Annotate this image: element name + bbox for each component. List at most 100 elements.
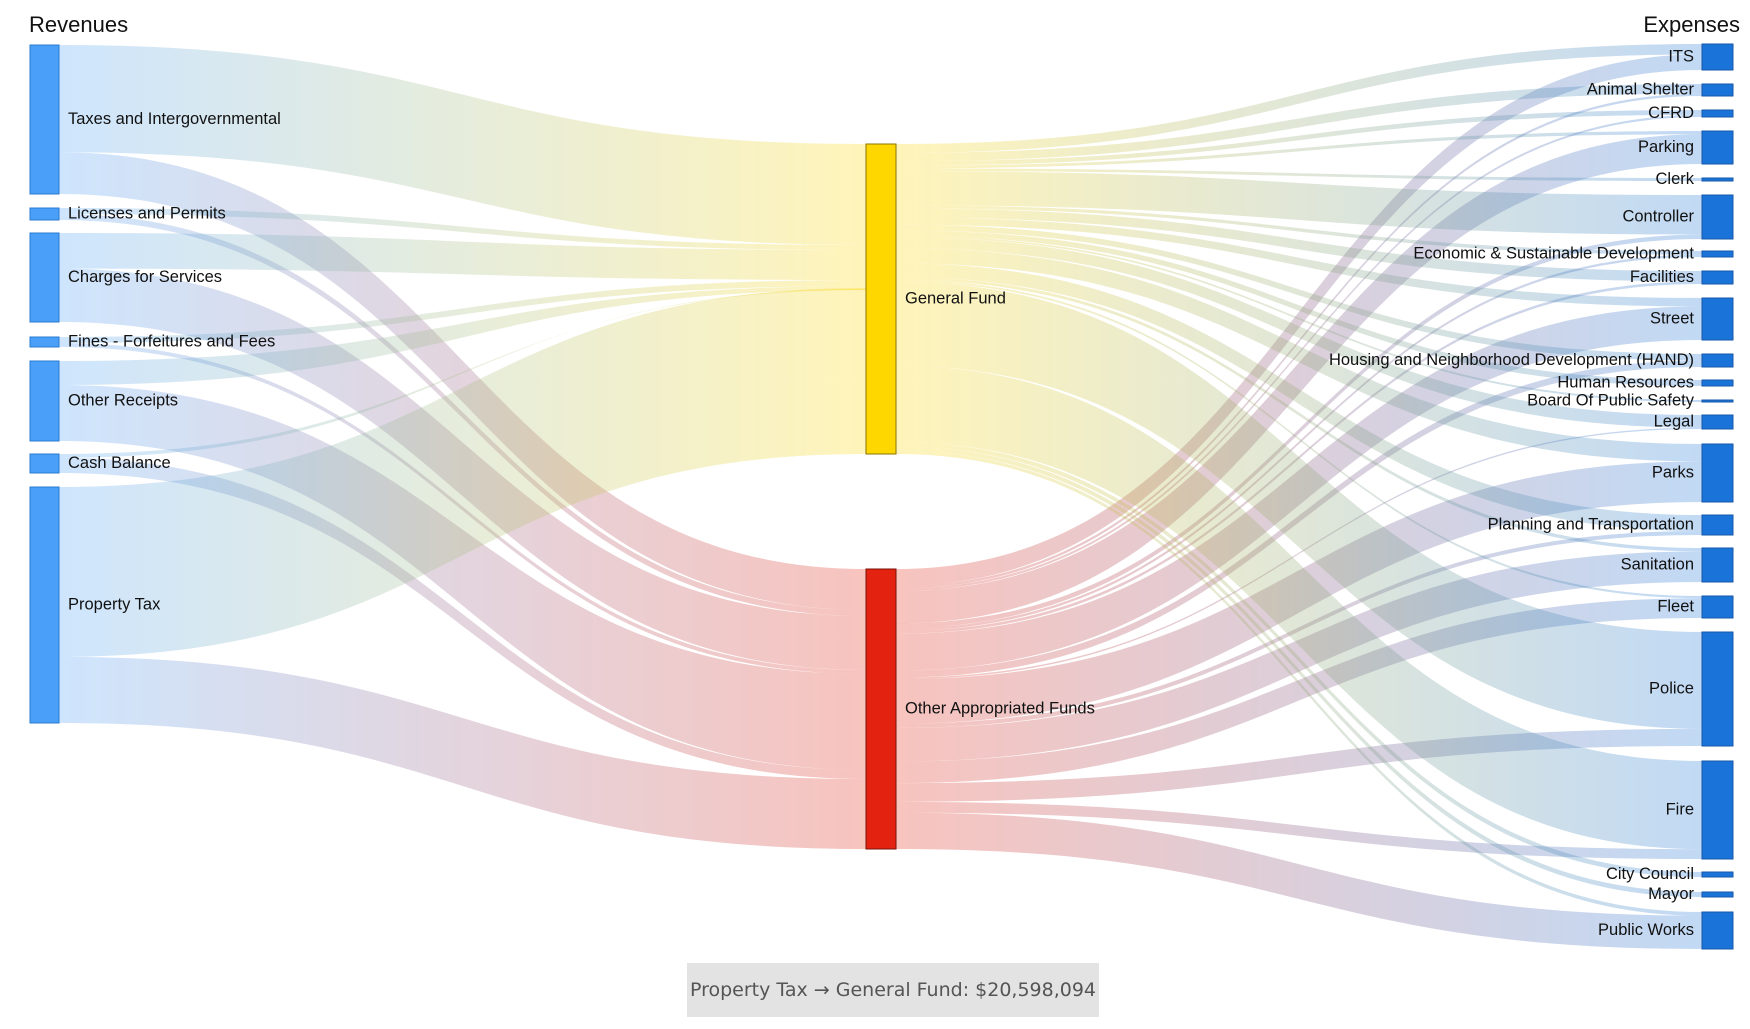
revenue-node-property[interactable]: [29, 486, 60, 724]
link-general-to-cfrd[interactable]: [896, 110, 1702, 166]
expense-label-bps: Board Of Public Safety: [1527, 391, 1695, 409]
link-other-to-controller[interactable]: [896, 234, 1702, 629]
link-other_receipts-to-general[interactable]: [59, 286, 866, 385]
link-general-to-publicworks[interactable]: [896, 450, 1702, 916]
link-general-to-sanitation[interactable]: [896, 277, 1702, 552]
link-licenses-to-general[interactable]: [59, 208, 866, 250]
link-other-to-esd[interactable]: [896, 254, 1702, 631]
link-general-to-parking[interactable]: [896, 131, 1702, 169]
expense-label-fire: Fire: [1666, 800, 1694, 818]
link-other_receipts-to-other_funds[interactable]: [59, 385, 866, 770]
link-general-to-facilities[interactable]: [896, 208, 1702, 282]
link-general-to-its[interactable]: [896, 44, 1702, 154]
expense-label-hand: Housing and Neighborhood Development (HA…: [1329, 351, 1694, 369]
expense-label-parking: Parking: [1638, 138, 1694, 156]
expense-node-street[interactable]: [1701, 297, 1734, 341]
link-other-to-parking[interactable]: [896, 134, 1702, 624]
expense-node-animal[interactable]: [1701, 83, 1734, 97]
link-taxes-to-general[interactable]: [59, 45, 866, 245]
expense-label-hr: Human Resources: [1557, 373, 1694, 391]
fund-node-other_funds[interactable]: [865, 568, 897, 850]
expense-node-police[interactable]: [1701, 631, 1734, 747]
link-other-to-legal[interactable]: [896, 427, 1702, 680]
expense-node-sanitation[interactable]: [1701, 547, 1734, 583]
expense-label-controller: Controller: [1622, 207, 1694, 225]
expense-label-cfrd: CFRD: [1648, 104, 1694, 122]
expense-node-hr[interactable]: [1701, 379, 1734, 387]
expense-label-parks: Parks: [1652, 463, 1694, 481]
link-other-to-fleet[interactable]: [896, 598, 1702, 784]
link-other-to-fire[interactable]: [896, 801, 1702, 859]
link-general-to-clerk[interactable]: [896, 168, 1702, 181]
revenue-node-taxes[interactable]: [29, 44, 60, 195]
link-general-to-controller[interactable]: [896, 171, 1702, 235]
revenue-node-cash[interactable]: [29, 453, 60, 474]
link-general-to-parks[interactable]: [896, 248, 1702, 462]
expense-node-fire[interactable]: [1701, 760, 1734, 860]
link-general-to-police[interactable]: [896, 281, 1702, 729]
expense-node-legal[interactable]: [1701, 414, 1734, 430]
expenses-title: Expenses: [1643, 12, 1740, 37]
link-general-to-esd[interactable]: [896, 205, 1702, 255]
fund-node-general[interactable]: [865, 143, 897, 455]
expense-node-bps[interactable]: [1701, 399, 1734, 403]
revenue-label-cash: Cash Balance: [68, 454, 171, 472]
fund-label-general: General Fund: [905, 289, 1006, 307]
expense-label-publicworks: Public Works: [1598, 921, 1694, 939]
expense-node-mayor[interactable]: [1701, 891, 1734, 898]
link-general-to-mayor[interactable]: [896, 446, 1702, 897]
link-property-to-general[interactable]: [59, 288, 866, 657]
expense-node-council[interactable]: [1701, 871, 1734, 878]
expense-label-its: ITS: [1668, 47, 1694, 65]
hover-tooltip: Property Tax → General Fund: $20,598,094: [687, 963, 1099, 1017]
expense-label-sanitation: Sanitation: [1621, 555, 1694, 573]
link-taxes-to-other_funds[interactable]: [59, 152, 866, 610]
revenue-node-licenses[interactable]: [29, 207, 60, 221]
link-other-to-publicworks[interactable]: [896, 812, 1702, 949]
link-general-to-council[interactable]: [896, 442, 1702, 877]
link-general-to-fleet[interactable]: [896, 279, 1702, 599]
expense-node-cfrd[interactable]: [1701, 109, 1734, 118]
expense-node-esd[interactable]: [1701, 250, 1734, 258]
expense-label-police: Police: [1649, 679, 1694, 697]
expense-node-parking[interactable]: [1701, 130, 1734, 165]
revenue-label-other_receipts: Other Receipts: [68, 391, 178, 409]
expense-node-controller[interactable]: [1701, 194, 1734, 240]
expense-node-clerk[interactable]: [1701, 177, 1734, 182]
revenue-label-licenses: Licenses and Permits: [68, 204, 226, 222]
revenue-label-charges: Charges for Services: [68, 268, 222, 286]
link-cash-to-general[interactable]: [59, 289, 866, 458]
expense-label-street: Street: [1650, 309, 1694, 327]
revenue-node-fines[interactable]: [29, 336, 60, 348]
link-other-to-sanitation[interactable]: [896, 551, 1702, 762]
link-other-to-animal[interactable]: [896, 93, 1702, 589]
expense-node-planning[interactable]: [1701, 514, 1734, 536]
link-charges-to-general[interactable]: [59, 233, 866, 280]
revenue-label-property: Property Tax: [68, 595, 161, 613]
expense-label-facilities: Facilities: [1630, 268, 1694, 286]
link-fines-to-general[interactable]: [59, 280, 866, 343]
expense-node-fleet[interactable]: [1701, 595, 1734, 619]
link-general-to-legal[interactable]: [896, 237, 1702, 428]
revenue-node-charges[interactable]: [29, 232, 60, 323]
revenue-label-taxes: Taxes and Intergovernmental: [68, 110, 281, 128]
expense-node-its[interactable]: [1701, 43, 1734, 71]
expense-node-hand[interactable]: [1701, 353, 1734, 368]
link-general-to-planning[interactable]: [896, 263, 1702, 531]
link-general-to-fire[interactable]: [896, 365, 1702, 850]
expense-node-publicworks[interactable]: [1701, 911, 1734, 950]
expense-node-parks[interactable]: [1701, 443, 1734, 503]
link-cash-to-other_funds[interactable]: [59, 457, 866, 779]
expense-label-mayor: Mayor: [1648, 885, 1694, 903]
link-general-to-street[interactable]: [896, 217, 1702, 307]
link-general-to-hand[interactable]: [896, 224, 1702, 361]
link-other-to-its[interactable]: [896, 54, 1702, 587]
expense-node-facilities[interactable]: [1701, 270, 1734, 285]
link-general-to-hr[interactable]: [896, 230, 1702, 386]
link-property-to-other_funds[interactable]: [59, 656, 866, 849]
link-general-to-bps[interactable]: [896, 235, 1702, 402]
revenue-node-other_receipts[interactable]: [29, 360, 60, 442]
link-general-to-animal[interactable]: [896, 84, 1702, 162]
